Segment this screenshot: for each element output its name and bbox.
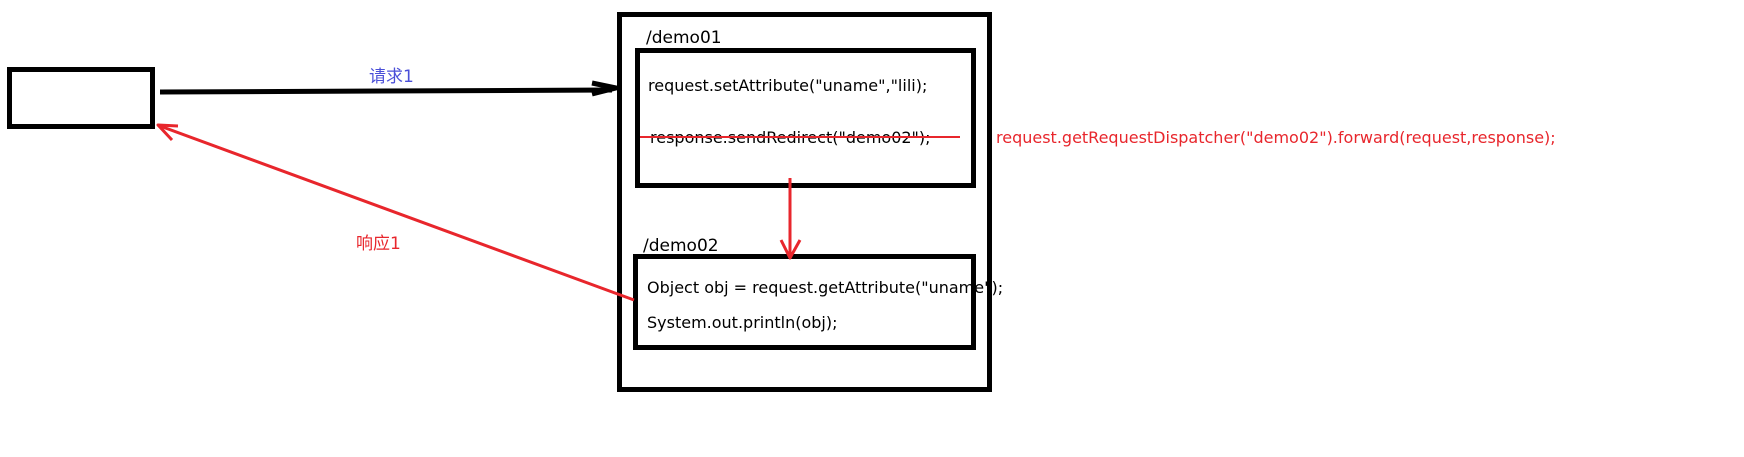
demo01-box xyxy=(635,48,976,188)
forward-note: request.getRequestDispatcher("demo02").f… xyxy=(996,128,1556,147)
server-box xyxy=(617,12,992,392)
demo02-path-label: /demo02 xyxy=(643,236,719,256)
demo01-code-line-1: request.setAttribute("uname","lili); xyxy=(648,76,928,95)
demo02-code-line-1: Object obj = request.getAttribute("uname… xyxy=(647,278,1004,297)
demo02-box xyxy=(633,254,976,350)
response-label: 响应1 xyxy=(356,234,401,254)
response-arrow xyxy=(156,123,635,302)
request-arrow xyxy=(159,80,619,97)
forward-arrow xyxy=(779,178,802,260)
request-label: 请求1 xyxy=(369,67,414,87)
demo01-path-label: /demo01 xyxy=(646,28,722,48)
client-box xyxy=(7,67,155,129)
demo02-code-line-2: System.out.println(obj); xyxy=(647,313,838,332)
